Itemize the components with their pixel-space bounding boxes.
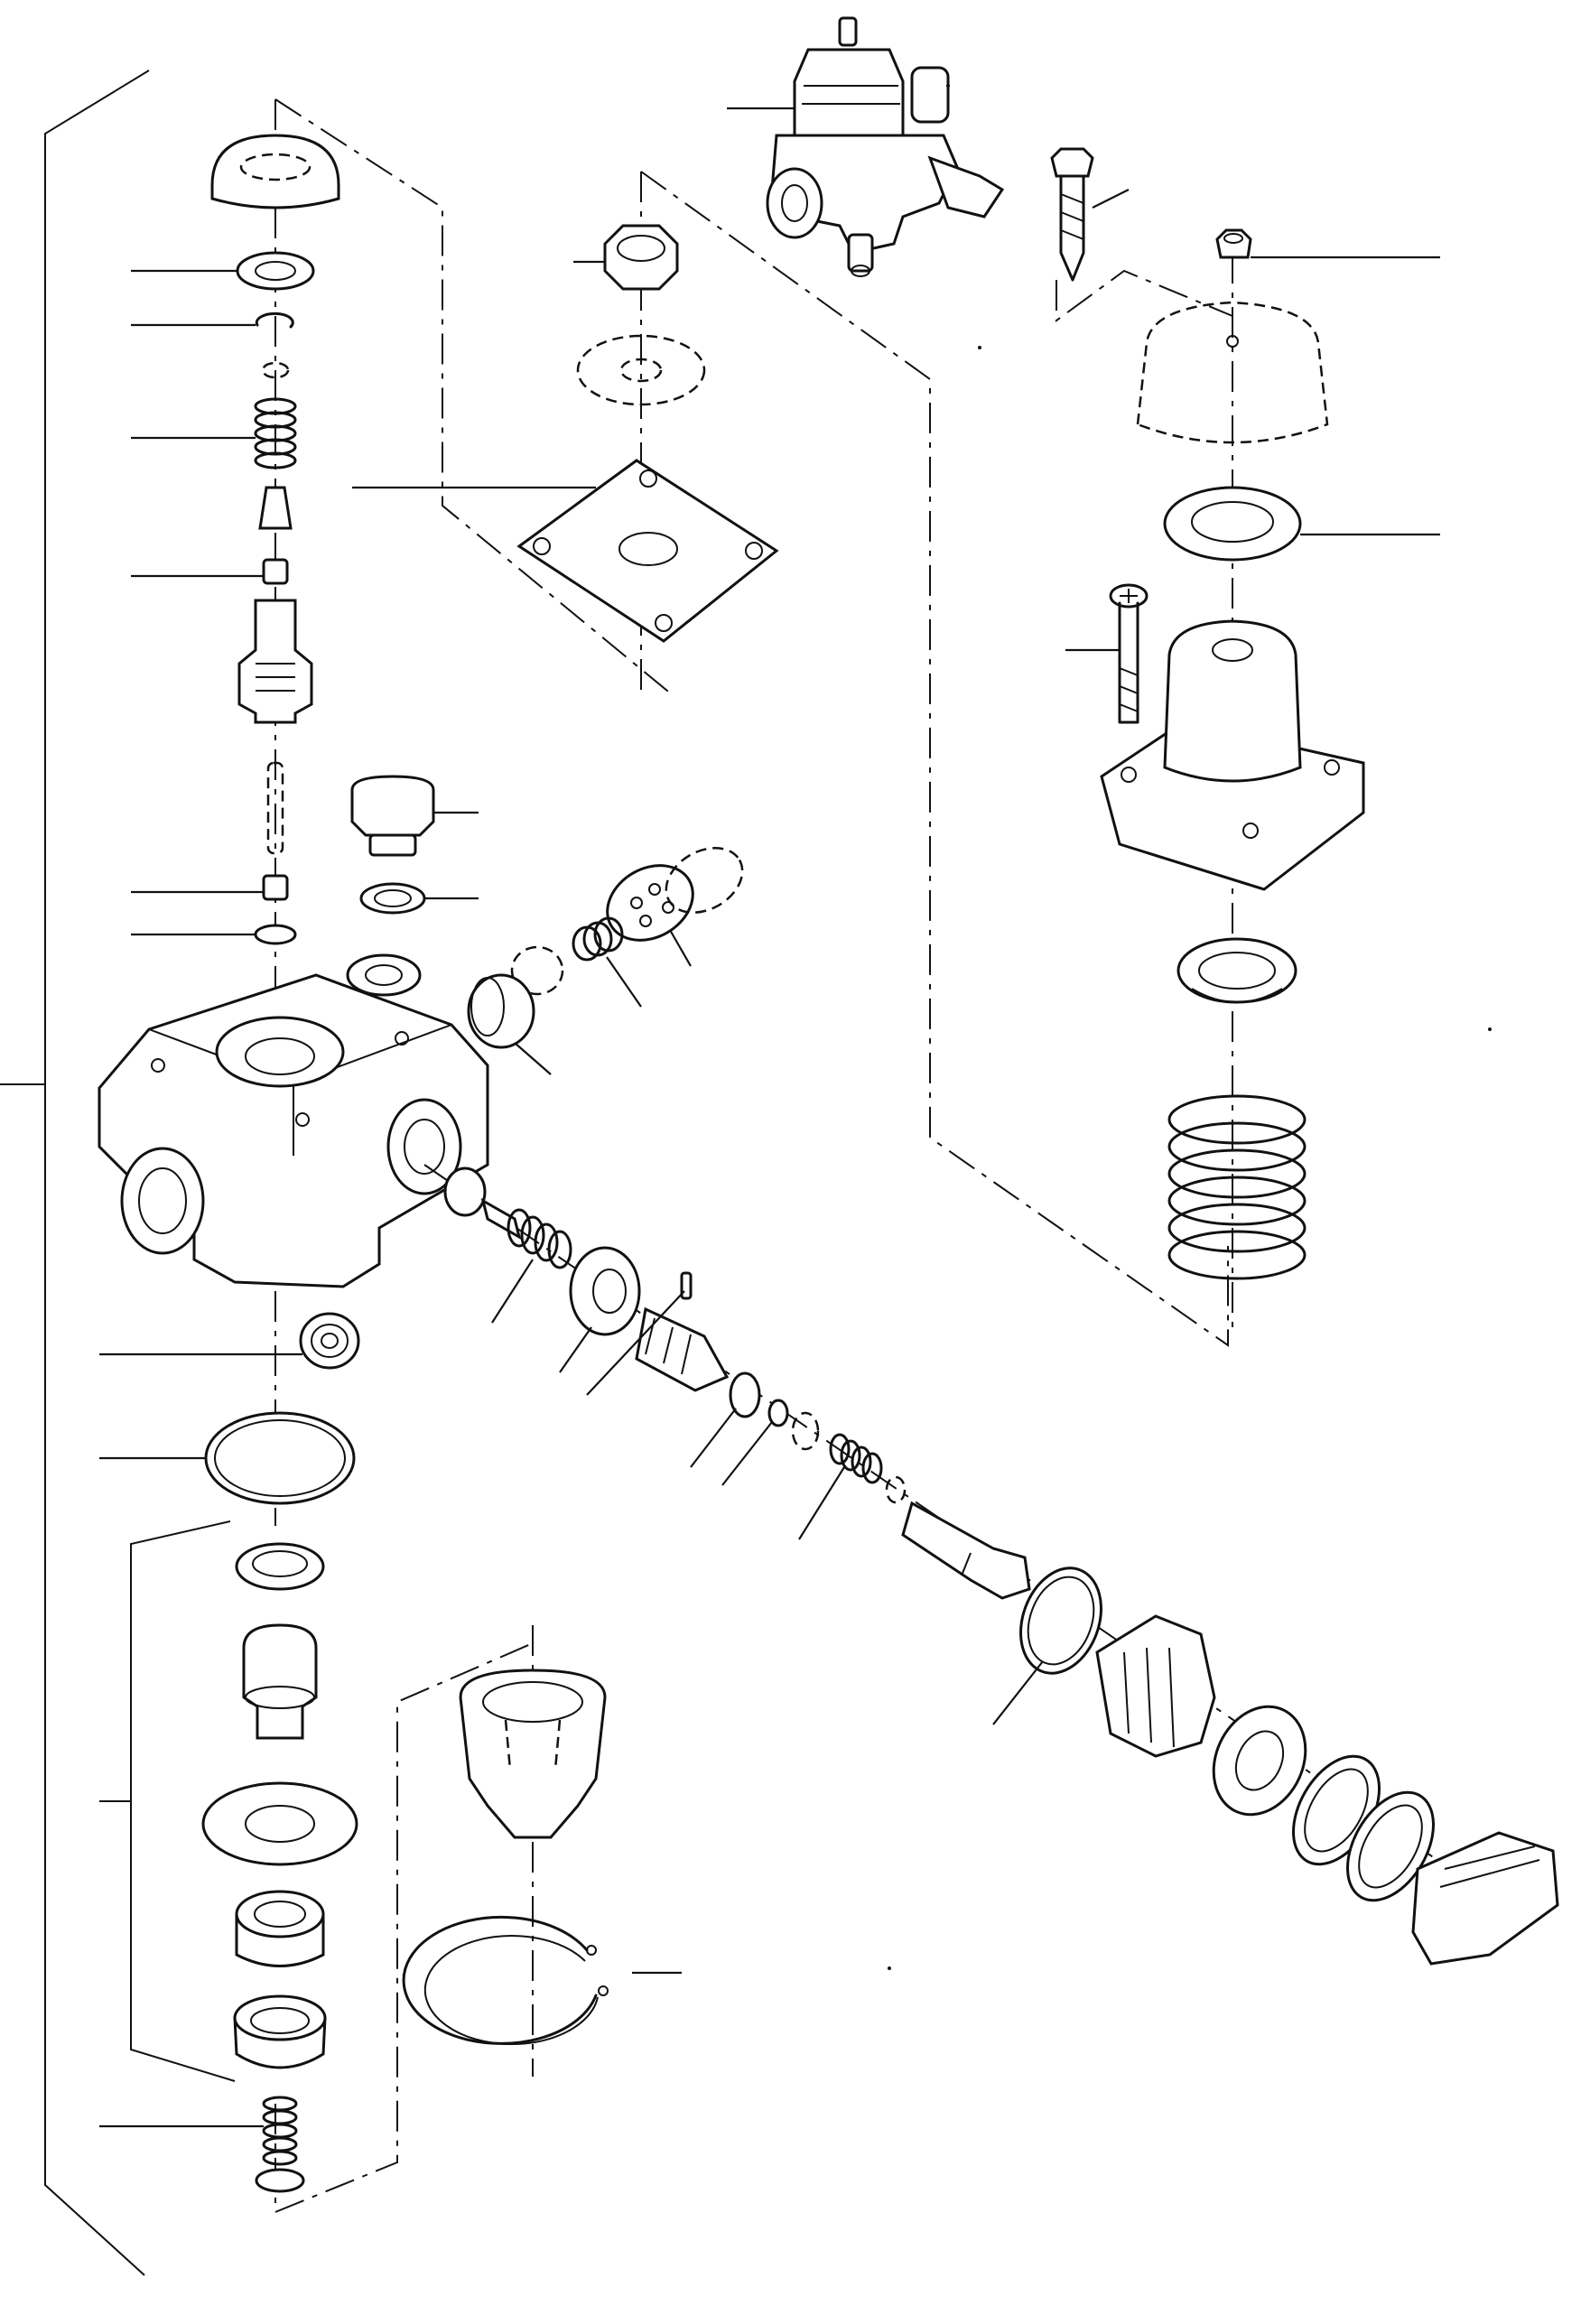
bushing-2 [569,1246,641,1336]
dished-washer [1163,486,1302,562]
left-assembly-bracket [0,70,150,2276]
valve-tip [258,486,293,530]
threaded-adapter [1095,1614,1216,1758]
o-ring-small [254,924,297,945]
diagonal-train [443,1167,1559,1966]
spring-2 [829,1433,883,1484]
large-o-ring [204,1411,356,1505]
lower-spring [255,2096,305,2193]
housing-with-flange [1100,619,1365,891]
small-hex-nut [1215,228,1252,259]
upper-right-bolt [1050,147,1094,282]
center-cover-stack [516,172,779,695]
end-cap [1411,1831,1559,1966]
roll-pin [680,1271,693,1300]
seal-ring [235,1542,325,1591]
small-plug [262,558,289,585]
spring-1 [507,1208,572,1269]
dome-cap [1136,301,1329,444]
long-screw [1109,583,1149,724]
small-plug-lower [262,874,289,901]
valve-guide [237,599,313,724]
dashed-gasket [665,847,744,914]
o-ring-3 [767,1399,789,1427]
top-washer [236,251,315,291]
square-flange-plate [516,459,779,643]
assembled-valve [766,16,1005,277]
bushing [235,1890,325,1967]
large-o-ring-2 [1019,1566,1102,1675]
speck [946,84,950,88]
left-column-stack [210,99,340,1526]
plug-with-hex [350,775,435,857]
valve-cup [467,973,535,1049]
small-ring [261,361,290,379]
speck [978,346,981,349]
valve-body [98,953,489,1288]
cover-washer [576,334,706,406]
seal-cup [1176,937,1297,1004]
lower-left-bracket [99,1520,534,2214]
check-ball [510,945,564,996]
lower-left-stack [201,1542,358,2069]
cover-dash-bracket [274,98,674,696]
leader-lines [99,107,1440,2128]
dashed-disc [791,1411,820,1451]
perforated-disc [606,864,694,942]
dust-cap [210,134,340,209]
seal-ring-2 [1212,1705,1307,1817]
cup [233,1994,327,2069]
threaded-sleeve [635,1306,730,1392]
right-cover-stack [1100,228,1365,1336]
snap-ring [255,311,294,329]
right-dash-bracket [1056,269,1233,322]
filter-screen [299,1312,360,1370]
dashed-ring [885,1475,907,1504]
hex-nut [603,224,679,291]
speck [1488,1027,1492,1031]
plug-washer [359,882,426,915]
large-washer [201,1781,358,1866]
speck [888,1966,891,1970]
large-spring [1167,1094,1307,1280]
gasket-pair [1292,1754,1435,1902]
plunger [901,1501,1031,1600]
circlip [402,1915,609,2046]
o-ring-2 [729,1371,761,1418]
pin [266,761,284,855]
upper-spring [254,397,297,469]
cover-dash-bracket-right [640,171,1229,1347]
check-spring [572,916,624,962]
piston [242,1623,318,1740]
filter-bowl [459,1625,607,2077]
